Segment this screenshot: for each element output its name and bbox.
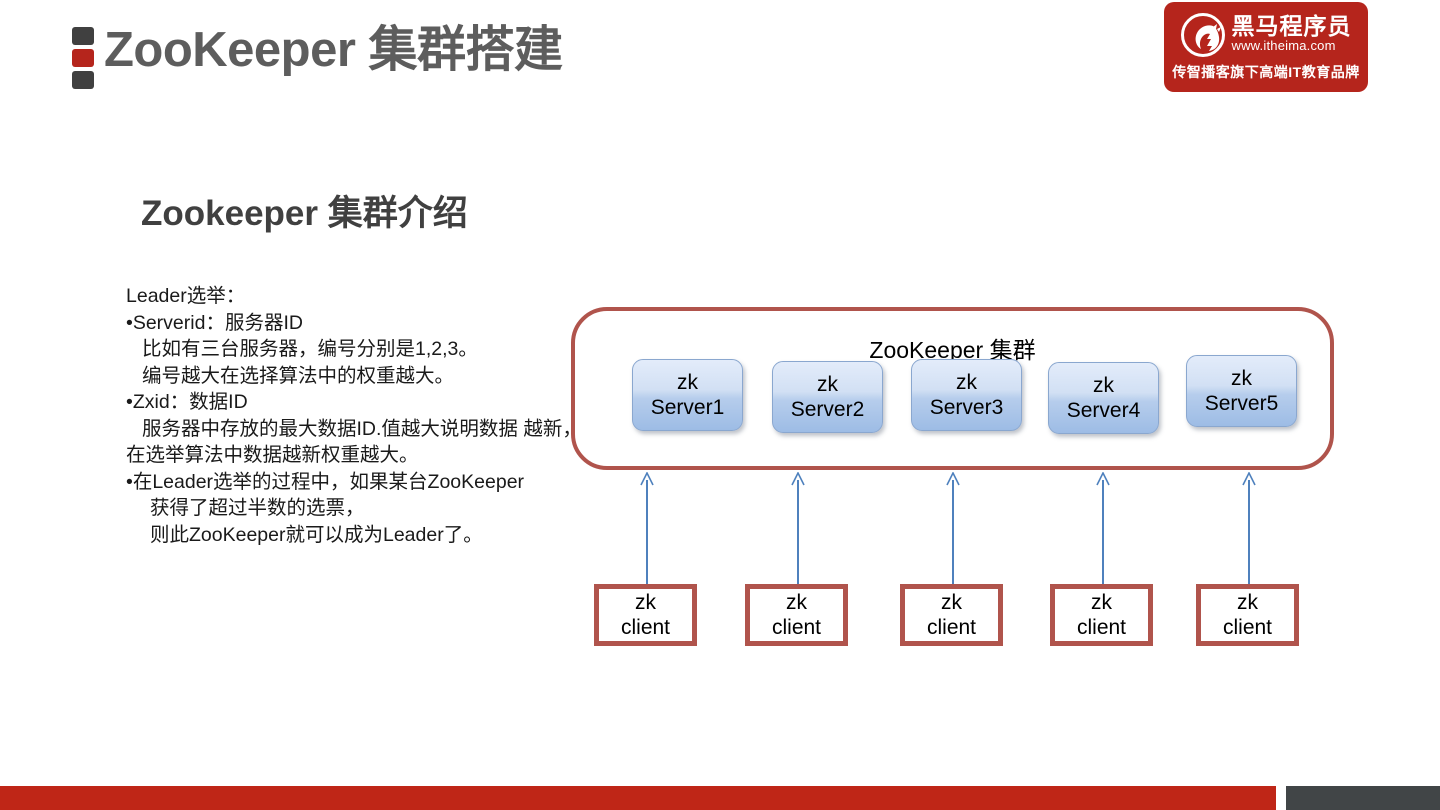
zk-client-node-2[interactable]: zk client — [745, 584, 848, 646]
body-text-block: Leader选举： •Serverid：服务器ID 比如有三台服务器，编号分别是… — [126, 283, 606, 548]
arrow-shaft — [1102, 480, 1104, 593]
brand-logo: 黑马程序员 www.itheima.com 传智播客旗下高端IT教育品牌 — [1164, 2, 1368, 92]
arrow-shaft — [797, 480, 799, 593]
zk-server-node-4[interactable]: zk Server4 — [1048, 362, 1159, 434]
arrow-head-icon — [791, 472, 805, 486]
zk-client-line1: zk — [941, 591, 962, 614]
zk-server-node-5[interactable]: zk Server5 — [1186, 355, 1297, 427]
body-line: 编号越大在选择算法中的权重越大。 — [142, 364, 455, 387]
connector-arrow-4 — [1094, 472, 1112, 593]
zk-server-line2: Server3 — [929, 396, 1004, 419]
zk-client-node-5[interactable]: zk client — [1196, 584, 1299, 646]
zk-server-node-1[interactable]: zk Server1 — [632, 359, 743, 431]
zk-client-line1: zk — [1237, 591, 1258, 614]
footer-bar-red — [0, 786, 1276, 810]
bullet-square-middle — [72, 49, 94, 67]
zk-client-node-4[interactable]: zk client — [1050, 584, 1153, 646]
body-line: •Zxid：数据ID — [126, 391, 248, 413]
zk-server-line1: zk — [956, 371, 977, 394]
logo-brand-name: 黑马程序员 — [1231, 13, 1352, 40]
connector-arrow-3 — [944, 472, 962, 593]
zk-server-line1: zk — [817, 373, 838, 396]
body-line: 服务器中存放的最大数据ID.值越大说明数据 越新， — [142, 417, 582, 440]
arrow-head-icon — [640, 472, 654, 486]
body-line: 则此ZooKeeper就可以成为Leader了。 — [150, 523, 483, 546]
logo-top-row: 黑马程序员 www.itheima.com — [1180, 12, 1352, 57]
zk-server-line2: Server4 — [1066, 399, 1141, 422]
zk-server-line1: zk — [1231, 367, 1252, 390]
zk-client-line2: client — [1222, 616, 1273, 639]
arrow-shaft — [646, 480, 648, 593]
connector-arrow-1 — [638, 472, 656, 593]
horse-head-circle-icon — [1180, 12, 1225, 57]
arrow-head-icon — [1242, 472, 1256, 486]
arrow-shaft — [952, 480, 954, 593]
zk-client-line2: client — [620, 616, 671, 639]
logo-text-block: 黑马程序员 www.itheima.com — [1232, 14, 1352, 54]
arrow-head-icon — [1096, 472, 1110, 486]
cluster-label: ZooKeeper 集群 — [869, 337, 1036, 363]
body-line: •Serverid：服务器ID — [126, 311, 303, 334]
connector-arrow-5 — [1240, 472, 1258, 593]
zk-server-node-3[interactable]: zk Server3 — [911, 359, 1022, 431]
slide-title: ZooKeeper 集群搭建 — [104, 23, 563, 77]
arrow-head-icon — [946, 472, 960, 486]
zk-client-line1: zk — [786, 591, 807, 614]
zk-client-node-3[interactable]: zk client — [900, 584, 1003, 646]
zk-server-line1: zk — [1093, 374, 1114, 397]
zk-server-line2: Server5 — [1204, 392, 1279, 415]
section-heading: Zookeeper 集群介绍 — [141, 194, 468, 233]
zk-client-line2: client — [1076, 616, 1127, 639]
title-bullet-decoration — [72, 27, 94, 89]
zk-client-line2: client — [771, 616, 822, 639]
zk-server-line1: zk — [677, 371, 698, 394]
body-line: 在选举算法中数据越新权重越大。 — [126, 444, 419, 466]
zk-client-line2: client — [926, 616, 977, 639]
logo-url: www.itheima.com — [1231, 38, 1336, 54]
connector-arrow-2 — [789, 472, 807, 593]
body-line: Leader选举： — [126, 285, 246, 307]
body-line: •在Leader选举的过程中，如果某台ZooKeeper — [126, 470, 525, 493]
logo-tagline: 传智播客旗下高端IT教育品牌 — [1172, 63, 1360, 80]
body-line: 比如有三台服务器，编号分别是1,2,3。 — [142, 338, 478, 360]
arrow-shaft — [1248, 480, 1250, 593]
zk-client-line1: zk — [635, 591, 656, 614]
zk-client-line1: zk — [1091, 591, 1112, 614]
zk-server-line2: Server2 — [790, 398, 865, 421]
bullet-square-top — [72, 27, 94, 45]
zk-server-line2: Server1 — [650, 396, 725, 419]
footer-bar-dark — [1286, 786, 1440, 810]
body-line: 获得了超过半数的选票， — [150, 497, 365, 519]
zk-client-node-1[interactable]: zk client — [594, 584, 697, 646]
zk-server-node-2[interactable]: zk Server2 — [772, 361, 883, 433]
bullet-square-bottom — [72, 71, 94, 89]
